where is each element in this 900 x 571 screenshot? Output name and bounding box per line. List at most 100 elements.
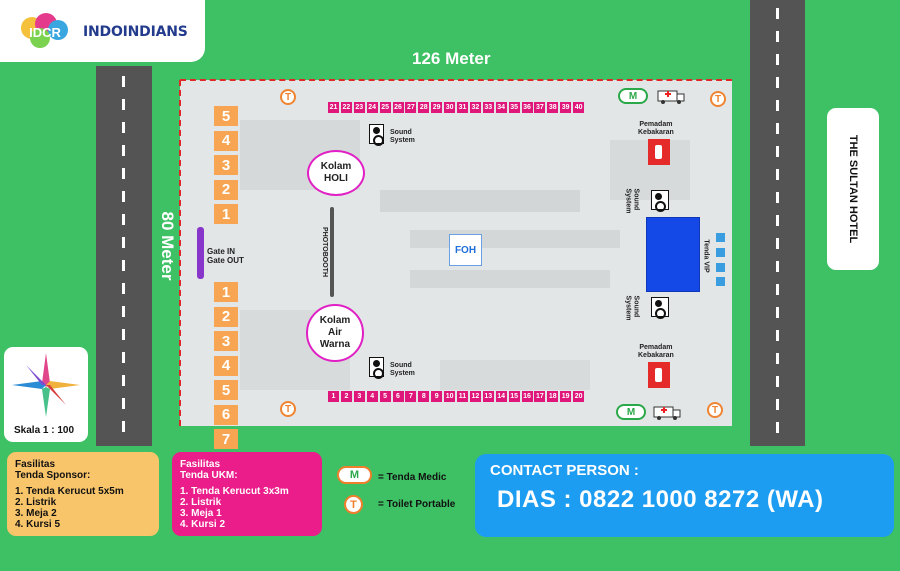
road-dash — [776, 192, 779, 203]
road-dash — [776, 100, 779, 111]
contact-panel: CONTACT PERSON : DIAS : 0822 1000 8272 (… — [475, 454, 894, 537]
vip-seat — [716, 248, 725, 257]
road-dash — [122, 237, 125, 248]
ukm-tent-bottom-5: 5 — [379, 391, 391, 402]
ukm-tent-top-22: 22 — [340, 102, 352, 113]
toilet-marker: T — [280, 89, 296, 105]
legend-toilet-text: = Toilet Portable — [378, 499, 456, 510]
legend-toilet-icon: T — [344, 495, 363, 514]
sponsor-facilities-panel: Fasilitas Tenda Sponsor: 1. Tenda Kerucu… — [7, 452, 159, 536]
road-dash — [122, 329, 125, 340]
road-dash — [122, 375, 125, 386]
ukm-title: Fasilitas Tenda UKM: — [180, 459, 238, 481]
sponsor-tent-bottom-5: 5 — [214, 380, 238, 400]
road-dash — [776, 31, 779, 42]
sponsor-tent-top-3: 3 — [214, 155, 238, 175]
speaker-icon — [651, 297, 669, 319]
road-dash — [122, 283, 125, 294]
vip-seat — [716, 277, 725, 286]
sound-system-label: Sound System — [390, 362, 415, 377]
idcr-logo: IDCR — [21, 13, 68, 48]
ukm-tent-top-29: 29 — [431, 102, 443, 113]
pemadam-label: Pemadam Kebakaran — [638, 344, 674, 359]
facility-item: 3. Meja 1 — [180, 508, 222, 519]
gate-marker — [197, 227, 204, 279]
road-dash — [776, 353, 779, 364]
road-dash — [776, 238, 779, 249]
ukm-tent-top-34: 34 — [495, 102, 507, 113]
pemadam-label: Pemadam Kebakaran — [638, 121, 674, 136]
ukm-tent-top-35: 35 — [508, 102, 520, 113]
idcr-logo-text: IDCR — [29, 25, 61, 40]
ukm-tent-bottom-12: 12 — [469, 391, 481, 402]
header: IDCR INDOINDIANS — [0, 0, 205, 62]
contact-phone[interactable]: DIAS : 0822 1000 8272 (WA) — [497, 486, 824, 513]
road-dash — [122, 122, 125, 133]
ambulance-icon — [657, 90, 685, 104]
road-dash — [122, 99, 125, 110]
sponsor-tent-top-1: 1 — [214, 204, 238, 224]
main-stage — [646, 217, 700, 292]
ukm-tent-top-30: 30 — [444, 102, 456, 113]
fire-extinguisher-icon — [648, 139, 670, 165]
speaker-icon — [651, 190, 669, 212]
vip-seat — [716, 233, 725, 242]
road-dash — [122, 191, 125, 202]
width-label: 126 Meter — [412, 49, 491, 68]
gate-label: Gate IN Gate OUT — [207, 247, 244, 265]
road-dash — [122, 260, 125, 271]
medic-tent-marker: M — [618, 88, 648, 104]
ukm-tent-top-25: 25 — [379, 102, 391, 113]
ukm-tent-bottom-3: 3 — [353, 391, 365, 402]
ukm-tent-bottom-20: 20 — [573, 391, 585, 402]
contact-title: CONTACT PERSON : — [490, 462, 639, 479]
sponsor-tent-bottom-2: 2 — [214, 306, 238, 327]
height-label: 80 Meter — [158, 211, 177, 281]
medic-tent-marker: M — [616, 404, 646, 420]
photobooth-bar — [330, 207, 334, 297]
venue-border-top — [180, 79, 732, 81]
ukm-tent-bottom-19: 19 — [560, 391, 572, 402]
road-dash — [776, 123, 779, 134]
road-dash — [122, 352, 125, 363]
road-dash — [776, 330, 779, 341]
ukm-tent-bottom-6: 6 — [392, 391, 404, 402]
road-dash — [776, 307, 779, 318]
ukm-tent-top-39: 39 — [560, 102, 572, 113]
road-dash — [122, 306, 125, 317]
ukm-tent-bottom-9: 9 — [431, 391, 443, 402]
ukm-facilities-panel: Fasilitas Tenda UKM: 1. Tenda Kerucut 3x… — [172, 452, 322, 536]
road-left — [96, 66, 152, 446]
road-dash — [776, 284, 779, 295]
road-dash — [776, 261, 779, 272]
road-right — [750, 0, 805, 446]
road-dash — [776, 422, 779, 433]
legend-medic-icon: M — [337, 466, 372, 484]
ukm-tent-bottom-13: 13 — [482, 391, 494, 402]
compass-rose-icon — [12, 353, 80, 417]
road-dash — [776, 215, 779, 226]
ukm-tent-top-37: 37 — [534, 102, 546, 113]
ukm-tent-bottom-14: 14 — [495, 391, 507, 402]
toilet-marker: T — [280, 401, 296, 417]
road-dash — [776, 376, 779, 387]
speaker-icon — [369, 124, 384, 146]
ukm-tent-bottom-17: 17 — [534, 391, 546, 402]
sultan-hotel: THE SULTAN HOTEL — [827, 108, 879, 270]
ukm-tent-bottom-16: 16 — [521, 391, 533, 402]
pool-air-warna: Kolam Air Warna — [306, 304, 364, 362]
vip-seat — [716, 263, 725, 272]
sponsor-tent-bottom-3: 3 — [214, 331, 238, 351]
ukm-tent-top-38: 38 — [547, 102, 559, 113]
foh-booth: FOH — [449, 234, 482, 266]
facility-item: 3. Meja 2 — [15, 508, 57, 519]
sponsor-tent-top-4: 4 — [214, 130, 238, 151]
legend-medic-text: = Tenda Medic — [378, 472, 447, 483]
ukm-tent-bottom-11: 11 — [457, 391, 468, 402]
road-dash — [776, 169, 779, 180]
sponsor-tent-bottom-4: 4 — [214, 355, 238, 376]
ukm-tent-bottom-8: 8 — [418, 391, 430, 402]
ukm-tent-top-28: 28 — [418, 102, 430, 113]
